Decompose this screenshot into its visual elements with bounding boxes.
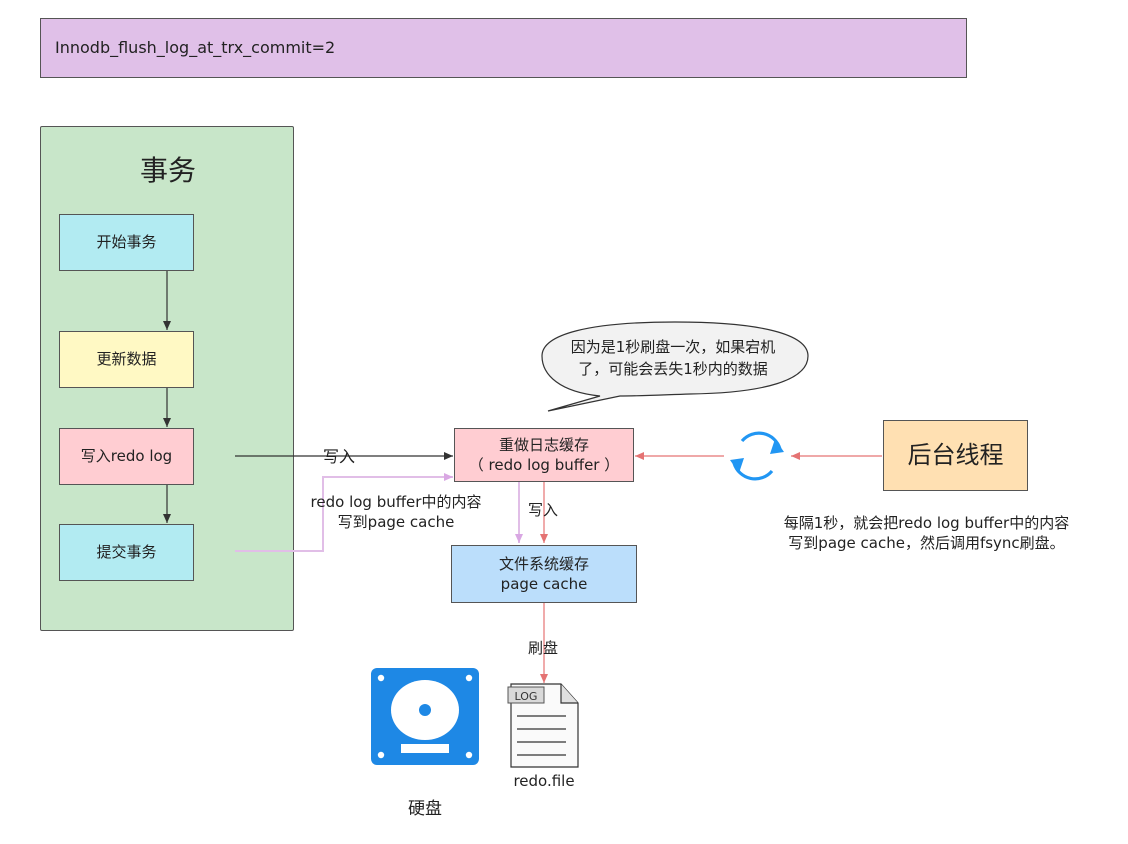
edge-label-commit-line2: 写到page cache <box>337 512 455 531</box>
header-text: Innodb_flush_log_at_trx_commit=2 <box>55 38 336 57</box>
step-update-data[interactable]: 更新数据 <box>59 331 194 388</box>
speech-bubble-line1: 因为是1秒刷盘一次，如果宕机 <box>570 338 776 356</box>
disk-label: 硬盘 <box>408 799 442 819</box>
step-commit-transaction-label: 提交事务 <box>96 543 157 562</box>
speech-bubble-text: 因为是1秒刷盘一次，如果宕机 了，可能会丢失1秒内的数据 <box>548 337 798 381</box>
step-start-transaction-label: 开始事务 <box>96 233 157 252</box>
edge-label-commit: redo log buffer中的内容 写到page cache <box>296 493 496 532</box>
header-bar: Innodb_flush_log_at_trx_commit=2 <box>40 18 967 78</box>
step-write-redo-log[interactable]: 写入redo log <box>59 428 194 485</box>
step-start-transaction[interactable]: 开始事务 <box>59 214 194 271</box>
step-update-data-label: 更新数据 <box>96 350 157 369</box>
hard-disk-icon <box>371 668 479 765</box>
log-file-icon <box>507 683 579 768</box>
redo-log-buffer-line2: （ redo log buffer ） <box>468 456 620 474</box>
edge-label-buffer-to-cache: 写入 <box>528 501 559 519</box>
transaction-title: 事务 <box>139 154 196 187</box>
page-cache-node[interactable]: 文件系统缓存 page cache <box>451 545 637 603</box>
edge-label-commit-line1: redo log buffer中的内容 <box>310 493 482 511</box>
thread-note: 每隔1秒，就会把redo log buffer中的内容 写到page cache… <box>744 514 1109 553</box>
log-file-name: redo.file <box>513 772 575 790</box>
speech-bubble-line2: 了，可能会丢失1秒内的数据 <box>578 359 768 378</box>
step-commit-transaction[interactable]: 提交事务 <box>59 524 194 581</box>
page-cache-line2: page cache <box>500 575 588 593</box>
arrow-commit-to-buffer <box>235 473 453 552</box>
redo-log-buffer-node[interactable]: 重做日志缓存 （ redo log buffer ） <box>454 428 634 482</box>
step-write-redo-log-label: 写入redo log <box>80 447 173 466</box>
edge-label-flush: 刷盘 <box>528 639 559 657</box>
speech-bubble-shape <box>541 321 809 412</box>
redo-log-buffer-line1: 重做日志缓存 <box>498 435 589 454</box>
log-badge-label: LOG <box>514 690 538 703</box>
refresh-cycle-icon <box>730 431 784 481</box>
thread-note-line1: 每隔1秒，就会把redo log buffer中的内容 <box>783 514 1070 532</box>
background-thread-label: 后台线程 <box>907 441 1004 470</box>
edge-label-write-into: 写入 <box>323 447 356 466</box>
thread-note-line2: 写到page cache，然后调用fsync刷盘。 <box>788 533 1065 552</box>
background-thread-node[interactable]: 后台线程 <box>883 420 1028 491</box>
page-cache-line1: 文件系统缓存 <box>498 554 589 573</box>
